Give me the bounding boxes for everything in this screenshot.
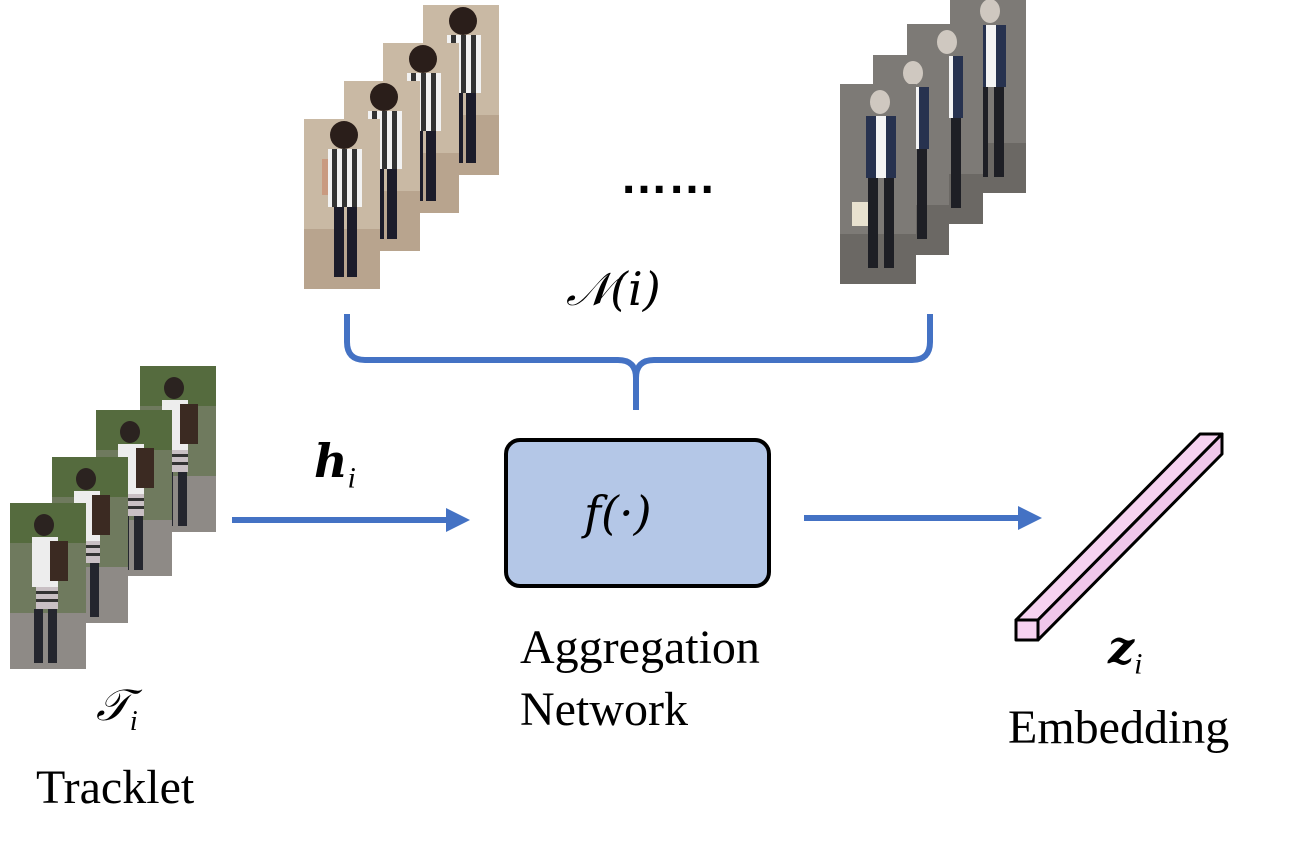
embedding-subscript: i	[1134, 647, 1143, 681]
output-arrow	[804, 506, 1042, 530]
input-arrow	[232, 508, 470, 532]
tracklet-frame	[10, 503, 86, 669]
input-feature-symbol: h	[314, 434, 348, 488]
input-feature-subscript: i	[347, 461, 356, 495]
embedding-bar	[1014, 432, 1224, 642]
aggregation-box	[504, 438, 771, 588]
neighbors-ellipsis: ……	[620, 151, 716, 204]
aggregation-function: f(·)	[584, 486, 652, 540]
aggregation-caption-line2: Network	[520, 683, 688, 736]
neighbor-stack-striped	[304, 5, 499, 289]
embedding-symbol: z	[1108, 620, 1135, 674]
neighbor-stack-man	[840, 0, 1026, 284]
neighbor-set-args: (i)	[610, 262, 661, 316]
neighbor-frame	[840, 84, 916, 284]
tracklet-symbol: 𝒯	[96, 680, 130, 731]
neighbor-frame	[304, 119, 380, 289]
tracklet-subscript: i	[129, 706, 138, 737]
neighbor-brace	[344, 314, 933, 410]
neighbor-set-label: 𝒩(i)	[566, 262, 661, 318]
embedding-caption: Embedding	[1008, 701, 1230, 754]
tracklet-stack	[10, 366, 216, 669]
embedding-symbol-label: zi	[1108, 620, 1142, 681]
aggregation-caption-line1: Aggregation	[520, 621, 760, 674]
tracklet-symbol-label: 𝒯i	[96, 680, 138, 738]
neighbor-set-symbol: 𝒩	[566, 262, 611, 316]
input-feature-label: hi	[314, 434, 356, 495]
tracklet-caption: Tracklet	[36, 761, 195, 814]
